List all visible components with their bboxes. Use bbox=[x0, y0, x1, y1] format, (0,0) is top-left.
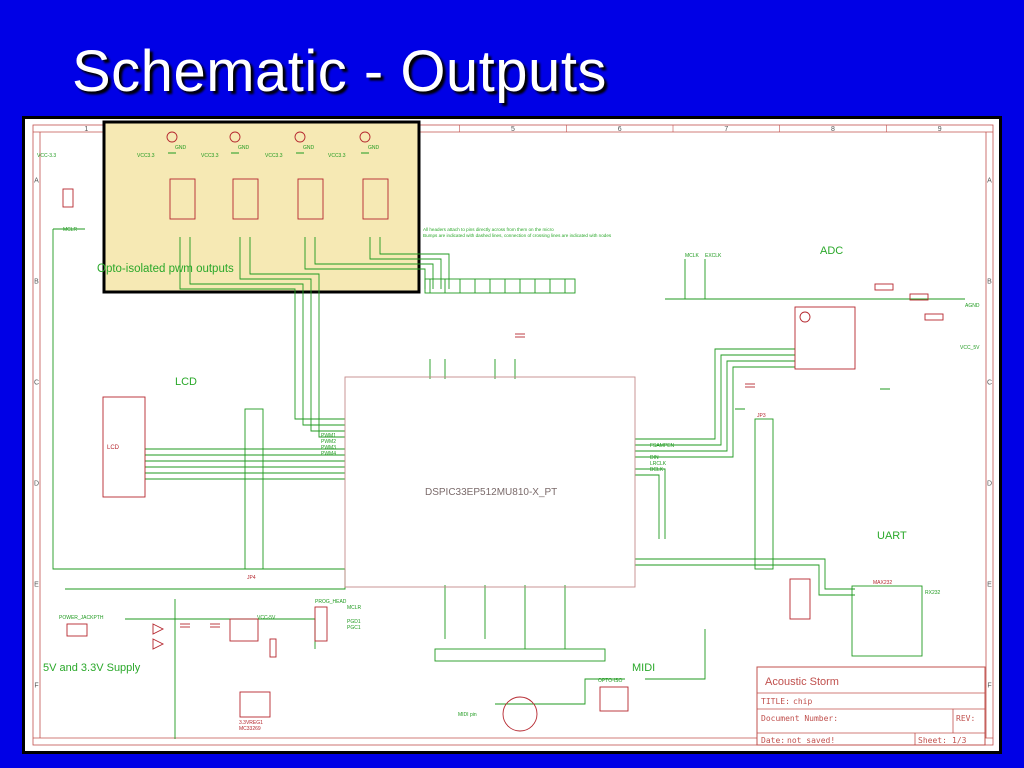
part-reg: 3.3VREG1 bbox=[239, 720, 263, 726]
net-fsampen: FSAMPEN bbox=[650, 443, 675, 449]
title-block-sheet-label: Sheet: bbox=[918, 736, 947, 745]
title-block-sheet-value: 1/3 bbox=[952, 736, 967, 745]
net-rx232: RX232 bbox=[925, 590, 941, 596]
net-mclr: MCLR bbox=[63, 227, 78, 233]
net-vcc33-c: VCC3.3 bbox=[201, 153, 219, 159]
part-max232: MAX232 bbox=[873, 580, 892, 586]
grid-column-label: 8 bbox=[831, 126, 835, 133]
title-block-title-value: chip bbox=[793, 697, 812, 706]
part-reg-number: MC33269 bbox=[239, 726, 261, 732]
net-exclk: EXCLK bbox=[705, 253, 722, 259]
grid-column-label: 5 bbox=[511, 126, 515, 133]
net-pgc: PGC1 bbox=[347, 625, 361, 631]
net-midi-pin: MIDI pin bbox=[458, 712, 477, 718]
net-din: DIN bbox=[650, 455, 659, 461]
section-supply-label: 5V and 3.3V Supply bbox=[43, 662, 141, 674]
net-pwm1: PWM1 bbox=[321, 433, 336, 439]
net-power-jack: POWER_JACKPTH bbox=[59, 615, 104, 621]
part-lcd: LCD bbox=[107, 445, 120, 451]
net-gnd-d: GND bbox=[368, 145, 380, 151]
title-block-rev-label: REV: bbox=[956, 714, 975, 723]
part-jp4: JP4 bbox=[247, 575, 256, 581]
title-block-project: Acoustic Storm bbox=[765, 676, 839, 688]
net-lrclk: LRCLK bbox=[650, 461, 667, 467]
part-jp3: JP3 bbox=[757, 413, 766, 419]
grid-row-label: C bbox=[987, 380, 992, 387]
note-line-1: All headers attach to pins directly acro… bbox=[423, 227, 554, 232]
grid-column-label: 7 bbox=[724, 126, 728, 133]
net-mclr-prog: MCLR bbox=[347, 605, 362, 611]
components bbox=[62, 131, 944, 732]
net-vcc33-e: VCC3.3 bbox=[328, 153, 346, 159]
net-gnd-a: GND bbox=[175, 145, 187, 151]
ground-symbols bbox=[168, 152, 890, 410]
net-vcc33-d: VCC3.3 bbox=[265, 153, 283, 159]
title-block-date-value: not saved! bbox=[787, 736, 835, 745]
pwm-caption: Opto-isolated pwm outputs bbox=[97, 263, 234, 275]
net-vcc-5v-adc: VCC_5V bbox=[960, 345, 980, 351]
grid-row-label: E bbox=[987, 582, 992, 589]
grid-row-label: A bbox=[987, 178, 992, 185]
net-vcc33-b: VCC3.3 bbox=[137, 153, 155, 159]
net-mclk: MCLK bbox=[685, 253, 700, 259]
grid-column-label: 1 bbox=[84, 126, 88, 133]
net-bclk: BCLK bbox=[650, 467, 664, 473]
wires bbox=[52, 228, 965, 739]
net-opto-iso: OPTO-ISO bbox=[598, 678, 622, 684]
net-pwm3: PWM3 bbox=[321, 445, 336, 451]
net-vcc33-a: VCC-3.3 bbox=[37, 153, 56, 159]
grid-row-label: B bbox=[34, 279, 39, 286]
note-line-2: Bumps are indicated with dashed lines, c… bbox=[423, 233, 612, 238]
net-gnd-b: GND bbox=[238, 145, 250, 151]
title-block-title-label: TITLE: bbox=[761, 697, 790, 706]
net-agnd: AGND bbox=[965, 303, 980, 309]
grid-row-label: E bbox=[34, 582, 39, 589]
grid-row-label: A bbox=[34, 178, 39, 185]
net-pwm2: PWM2 bbox=[321, 439, 336, 445]
grid-row-labels: A A B B C C D D E E F F bbox=[34, 178, 992, 690]
grid-row-label: B bbox=[987, 279, 992, 286]
net-pwm4: PWM4 bbox=[321, 451, 336, 457]
grid-row-label: C bbox=[34, 380, 39, 387]
section-lcd-label: LCD bbox=[175, 376, 197, 388]
grid-column-label: 9 bbox=[938, 126, 942, 133]
grid-row-label: F bbox=[34, 683, 38, 690]
title-block: Acoustic Storm TITLE: chip Document Numb… bbox=[756, 666, 986, 746]
grid-row-label: D bbox=[987, 481, 992, 488]
section-uart-label: UART bbox=[877, 530, 907, 542]
grid-row-label: D bbox=[34, 481, 39, 488]
section-midi-label: MIDI bbox=[632, 662, 655, 674]
grid-row-label: F bbox=[987, 683, 991, 690]
net-gnd-c: GND bbox=[303, 145, 315, 151]
net-prog-head: PROG_HEAD bbox=[315, 599, 347, 605]
net-pgd: PGD1 bbox=[347, 619, 361, 625]
title-block-document-label: Document Number: bbox=[761, 714, 838, 723]
grid-column-label: 6 bbox=[618, 126, 622, 133]
net-vcc5: VCC-5V bbox=[257, 615, 276, 621]
chip-name: DSPIC33EP512MU810-X_PT bbox=[425, 487, 557, 498]
title-block-date-label: Date: bbox=[761, 736, 785, 745]
slide-title: Schematic - Outputs bbox=[72, 39, 607, 104]
section-adc-label: ADC bbox=[820, 245, 843, 257]
